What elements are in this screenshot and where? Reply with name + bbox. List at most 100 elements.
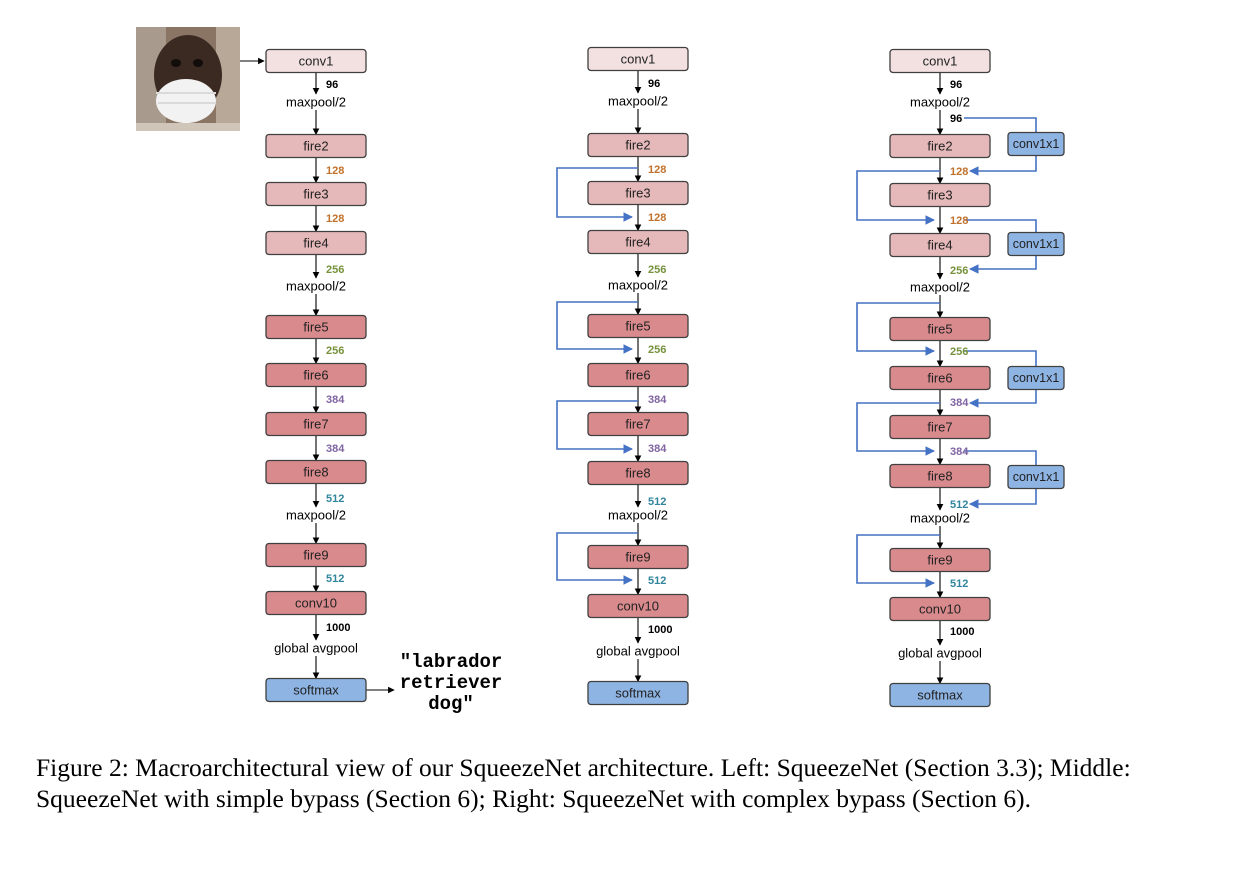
- left-conv10-box: [265, 590, 367, 616]
- right-fire4-box-label: fire4: [927, 238, 952, 253]
- input-photo: [136, 27, 240, 131]
- right-conv1x1-label-3: conv1x1: [1013, 371, 1060, 385]
- middle-channels-1000: 1000: [648, 624, 672, 636]
- middle-channels-256: 256: [648, 344, 666, 356]
- right-channels-1000: 1000: [950, 626, 974, 638]
- left-channels-512: 512: [326, 493, 344, 505]
- right-fire5-box-label: fire5: [927, 322, 952, 337]
- right-complex-bypass-out-2: [969, 255, 1037, 274]
- left-fire7-box-label: fire7: [303, 417, 328, 432]
- right-fire8-box-label: fire8: [927, 469, 952, 484]
- right-simple-bypass-4: [856, 534, 940, 588]
- right-complex-bypass-out-3: [969, 389, 1037, 408]
- left-channels-128: 128: [326, 165, 344, 177]
- left-fire2-box: [265, 133, 367, 159]
- right-channels-96: 96: [950, 79, 962, 91]
- left-fire9-box-label: fire9: [303, 548, 328, 563]
- middle-channels-512: 512: [648, 496, 666, 508]
- right-channels-128: 128: [950, 166, 968, 178]
- middle-avgpool-label: global avgpool: [596, 644, 680, 659]
- right-channels-96: 96: [950, 113, 962, 125]
- right-conv1x1-box-4: [1007, 464, 1065, 490]
- left-conv1-box: [265, 48, 367, 74]
- left-maxpool-label: maxpool/2: [286, 279, 346, 294]
- right-channels-256: 256: [950, 346, 968, 358]
- right-fire6-box-label: fire6: [927, 371, 952, 386]
- left-fire5-box-label: fire5: [303, 320, 328, 335]
- left-fire4-box: [265, 230, 367, 256]
- right-conv1x1-label-1: conv1x1: [1013, 137, 1060, 151]
- middle-fire6-box: [587, 362, 689, 388]
- left-fire8-box-label: fire8: [303, 465, 328, 480]
- middle-fire7-box-label: fire7: [625, 417, 650, 432]
- middle-fire5-box-label: fire5: [625, 319, 650, 334]
- right-conv1-box-label: conv1: [923, 54, 958, 69]
- right-conv1x1-box-2: [1007, 231, 1065, 257]
- right-complex-bypass-in-1: [964, 117, 1037, 133]
- right-avgpool-label: global avgpool: [898, 646, 982, 661]
- middle-fire8-box-label: fire8: [625, 466, 650, 481]
- right-fire2-box: [889, 133, 991, 159]
- middle-channels-128: 128: [648, 164, 666, 176]
- middle-simple-bypass-3: [556, 400, 638, 454]
- right-softmax-box: [889, 682, 991, 708]
- middle-fire9-box: [587, 544, 689, 570]
- middle-channels-384: 384: [648, 443, 667, 455]
- left-channels-384: 384: [326, 394, 345, 406]
- middle-fire2-box-label: fire2: [625, 138, 650, 153]
- flow-lines: [240, 57, 944, 694]
- right-fire9-box-label: fire9: [927, 553, 952, 568]
- middle-maxpool-label: maxpool/2: [608, 278, 668, 293]
- right-simple-bypass-3: [856, 402, 940, 456]
- right-fire3-box: [889, 182, 991, 208]
- right-softmax-box-label: softmax: [917, 688, 963, 703]
- middle-softmax-box-label: softmax: [615, 686, 661, 701]
- right-fire9-box: [889, 547, 991, 573]
- left-fire2-box-label: fire2: [303, 139, 328, 154]
- right-maxpool-label: maxpool/2: [910, 95, 970, 110]
- left-fire3-box: [265, 181, 367, 207]
- right-conv1x1-box-3: [1007, 365, 1065, 391]
- middle-fire4-box: [587, 229, 689, 255]
- middle-fire3-box-label: fire3: [625, 186, 650, 201]
- middle-softmax-box: [587, 680, 689, 706]
- right-complex-bypass-in-3: [964, 350, 1037, 367]
- right-fire7-box-label: fire7: [927, 420, 952, 435]
- left-channels-128: 128: [326, 213, 344, 225]
- left-softmax-box: [265, 677, 367, 703]
- middle-fire8-box: [587, 460, 689, 486]
- middle-conv10-box-label: conv10: [617, 599, 659, 614]
- middle-simple-bypass-1: [556, 167, 638, 222]
- right-maxpool-label: maxpool/2: [910, 280, 970, 295]
- right-fire4-box: [889, 232, 991, 258]
- right-fire5-box: [889, 316, 991, 342]
- middle-simple-bypass-4: [556, 532, 638, 585]
- right-channels-384: 384: [950, 446, 969, 458]
- left-conv1-box-label: conv1: [299, 54, 334, 69]
- right-maxpool-label: maxpool/2: [910, 511, 970, 526]
- right-fire7-box: [889, 414, 991, 440]
- left-channels-384: 384: [326, 443, 345, 455]
- layer-boxes: [265, 46, 1065, 708]
- right-channels-384: 384: [950, 397, 969, 409]
- left-channels-512: 512: [326, 573, 344, 585]
- middle-conv1-box: [587, 46, 689, 72]
- right-complex-bypass-out-4: [969, 488, 1037, 509]
- middle-fire7-box: [587, 411, 689, 437]
- right-complex-bypass-in-2: [964, 219, 1037, 233]
- middle-conv1-box-label: conv1: [621, 52, 656, 67]
- right-simple-bypass-2: [856, 302, 940, 356]
- labels: conv1 96 maxpool/2 fire2 128 fire3 128 fire4 256…: [274, 52, 1059, 703]
- dog-photo-icon: [136, 27, 240, 131]
- left-conv10-box-label: conv10: [295, 596, 337, 611]
- middle-fire3-box: [587, 180, 689, 206]
- left-fire9-box: [265, 542, 367, 568]
- middle-fire9-box-label: fire9: [625, 550, 650, 565]
- left-channels-256: 256: [326, 264, 344, 276]
- middle-fire2-box: [587, 132, 689, 158]
- right-simple-bypass-1: [856, 170, 940, 225]
- right-conv10-box-label: conv10: [919, 602, 961, 617]
- right-fire2-box-label: fire2: [927, 139, 952, 154]
- bypass-lines: [556, 117, 1037, 588]
- right-channels-128: 128: [950, 215, 968, 227]
